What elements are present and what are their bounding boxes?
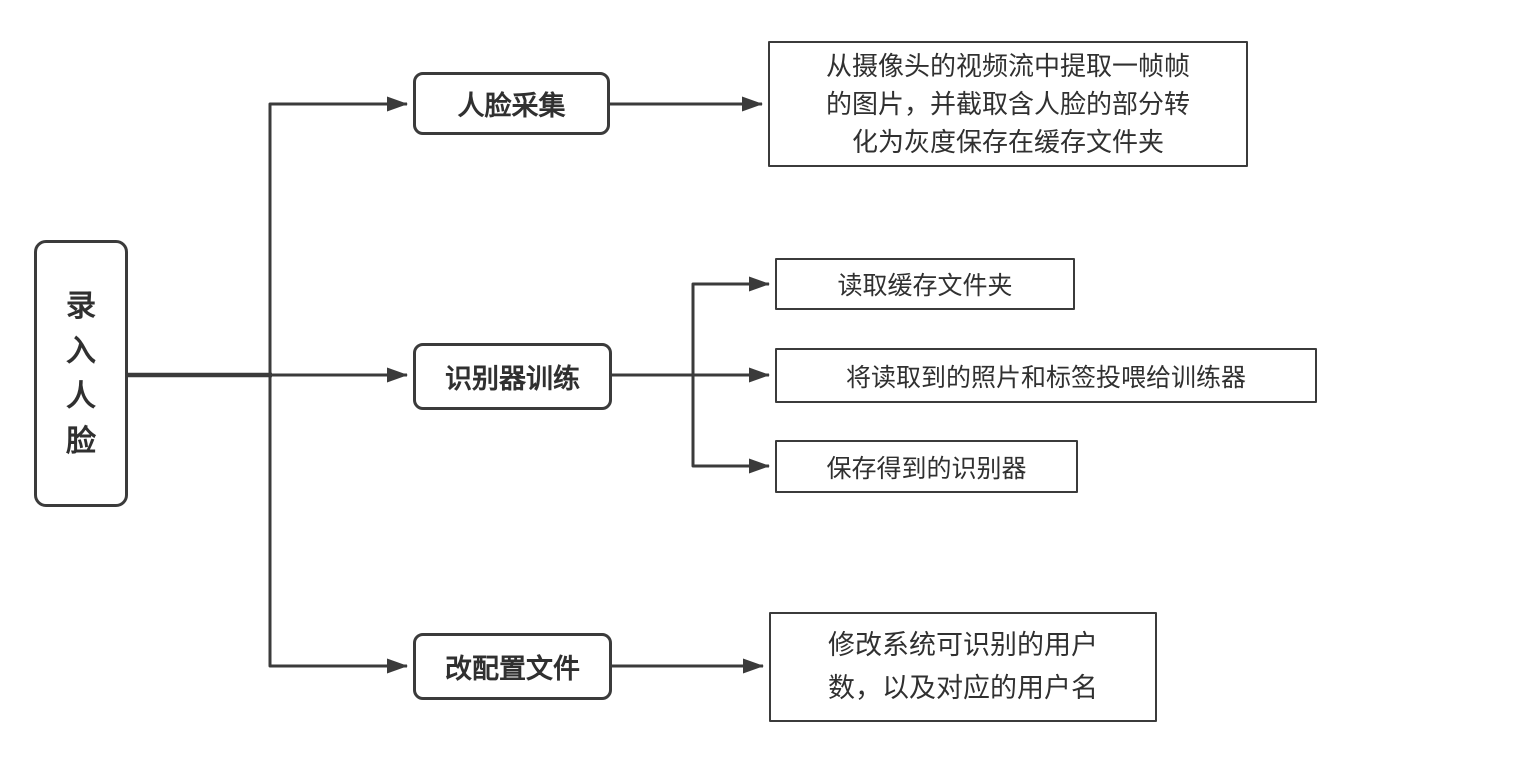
desc-box-face-collection-detail: 从摄像头的视频流中提取一帧帧 的图片，并截取含人脸的部分转 化为灰度保存在缓存文… [768, 41, 1248, 167]
desc-box-read-cache-folder: 读取缓存文件夹 [775, 258, 1075, 310]
branch-node-recognizer-training: 识别器训练 [413, 343, 612, 410]
desc-box-config-detail: 修改系统可识别的用户 数，以及对应的用户名 [769, 612, 1157, 722]
desc-box-feed-trainer: 将读取到的照片和标签投喂给训练器 [775, 348, 1317, 403]
desc-box-save-recognizer: 保存得到的识别器 [775, 440, 1078, 493]
connector-branch2-to-desc1 [691, 276, 770, 375]
connector-trunk-to-branch1 [268, 96, 408, 375]
connector-branch2-to-desc3 [691, 375, 770, 474]
root-node-enter-face: 录 入 人 脸 [34, 240, 128, 507]
branch-node-face-collection: 人脸采集 [413, 72, 610, 135]
connector-trunk-to-branch3 [268, 375, 408, 674]
branch-node-edit-config-file: 改配置文件 [413, 633, 612, 700]
